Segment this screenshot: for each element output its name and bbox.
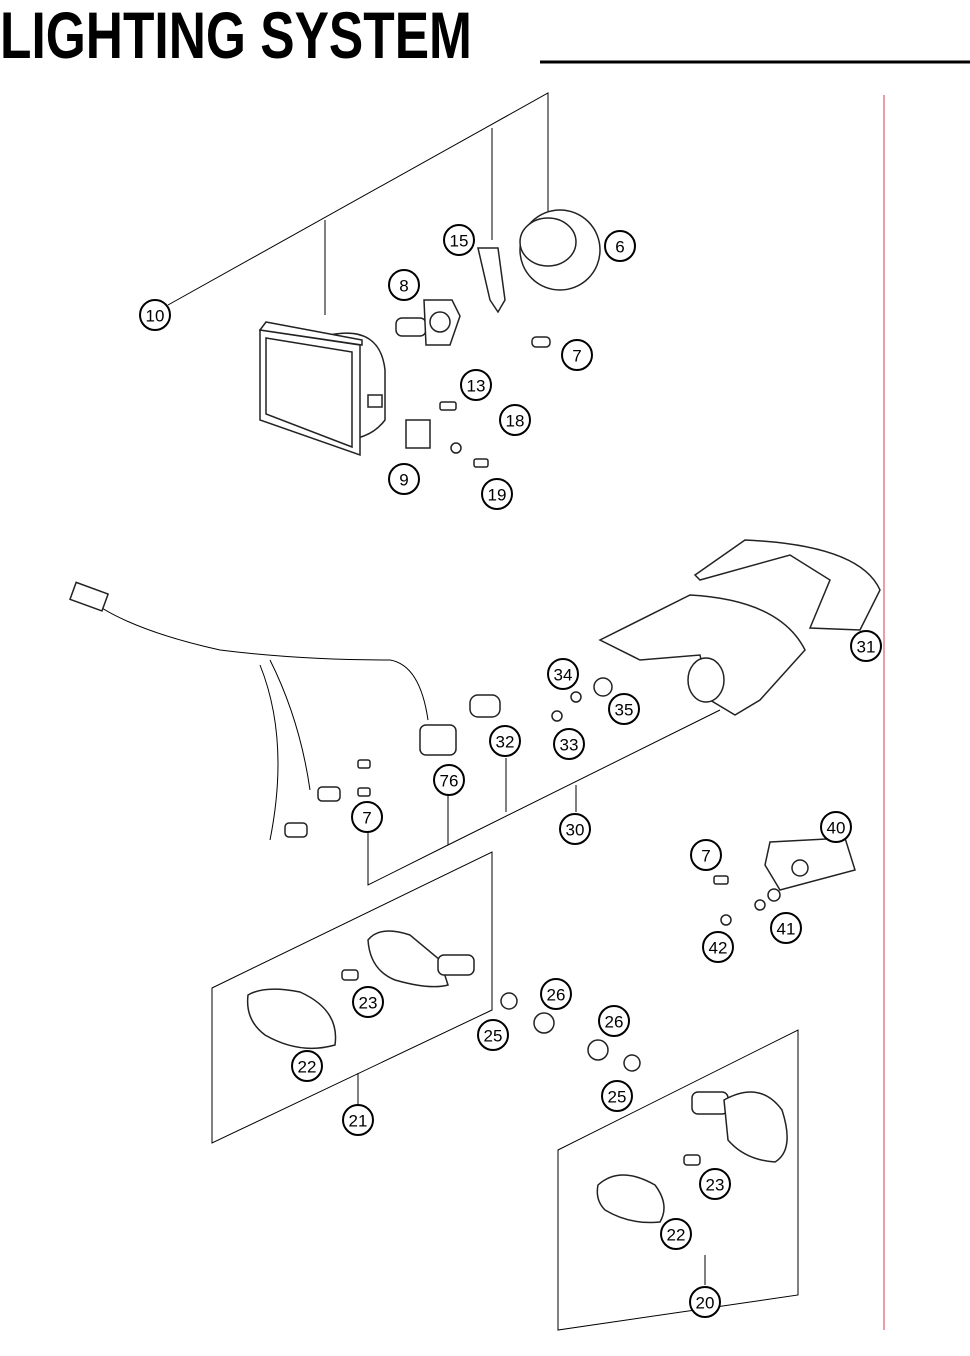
callout-25-first: 25: [477, 1019, 509, 1051]
callout-40-text: 40: [827, 819, 846, 838]
callout-31-text: 31: [857, 638, 876, 657]
callout-25-second-text: 25: [608, 1088, 627, 1107]
callout-42: 42: [702, 931, 734, 963]
callout-9-text: 9: [399, 471, 408, 490]
callout-35-text: 35: [615, 701, 634, 720]
callout-41-text: 41: [777, 920, 796, 939]
callout-33: 33: [553, 728, 585, 760]
callout-20: 20: [689, 1286, 721, 1318]
callout-7-license: 7: [690, 839, 722, 871]
callout-32: 32: [489, 725, 521, 757]
callout-7-headlight: 7: [561, 339, 593, 371]
callout-7-tail: 7: [351, 801, 383, 833]
indicator-left-frame: [211, 851, 493, 1144]
indicator-left: [246, 930, 475, 1050]
callout-26-first-text: 26: [547, 986, 566, 1005]
callout-7-license-text: 7: [701, 847, 710, 866]
callout-20-text: 20: [696, 1294, 715, 1313]
bulb-retaining-clip: [477, 247, 506, 314]
callout-19-text: 19: [488, 486, 507, 505]
callout-32-text: 32: [496, 733, 515, 752]
callout-31: 31: [850, 630, 882, 662]
callout-13: 13: [460, 369, 492, 401]
wiring-harness: [69, 581, 429, 841]
headlight-assembly-lead-lines: [167, 92, 549, 315]
callout-21-text: 21: [349, 1112, 368, 1131]
rear-fender-top: [693, 539, 881, 631]
callout-23-right-text: 23: [706, 1176, 725, 1195]
headlight-rubber-ring: [519, 209, 601, 291]
tail-section-lead-lines: [367, 709, 721, 886]
callout-18-text: 18: [506, 412, 525, 431]
headlight-housing: [258, 321, 386, 457]
headlight-bracket-screws: [405, 401, 489, 468]
indicator-nuts: [500, 992, 641, 1072]
callout-18: 18: [499, 404, 531, 436]
callout-40: 40: [820, 811, 852, 843]
callout-30-text: 30: [566, 821, 585, 840]
callout-41: 41: [770, 912, 802, 944]
callout-10: 10: [139, 299, 171, 331]
page-title: LIGHTING SYSTEM: [0, 0, 472, 72]
headlight-bulb: [395, 299, 461, 346]
callout-26-first: 26: [540, 978, 572, 1010]
callout-19: 19: [481, 478, 513, 510]
callout-23-right: 23: [699, 1168, 731, 1200]
indicator-right-frame: [557, 1029, 799, 1331]
callout-30: 30: [559, 813, 591, 845]
callout-23-left: 23: [352, 986, 384, 1018]
callout-76: 76: [433, 764, 465, 796]
callout-22-left: 22: [291, 1050, 323, 1082]
rear-fender-lower: [598, 594, 806, 716]
callout-6: 6: [604, 230, 636, 262]
callout-34: 34: [547, 658, 579, 690]
callout-15: 15: [443, 224, 475, 256]
callout-26-second-text: 26: [605, 1013, 624, 1032]
callout-76-text: 76: [440, 772, 459, 791]
callout-25-first-text: 25: [484, 1027, 503, 1046]
callout-15-text: 15: [450, 232, 469, 251]
callout-26-second: 26: [598, 1005, 630, 1037]
callout-25-second: 25: [601, 1080, 633, 1112]
callout-6-text: 6: [615, 238, 624, 257]
parking-bulb: [531, 336, 551, 348]
callout-9: 9: [388, 463, 420, 495]
callout-8-text: 8: [399, 277, 408, 296]
callout-22-right-text: 22: [667, 1226, 686, 1245]
callout-22-left-text: 22: [298, 1058, 317, 1077]
callout-22-right: 22: [660, 1218, 692, 1250]
callout-35: 35: [608, 693, 640, 725]
callout-23-left-text: 23: [359, 994, 378, 1013]
callout-7-tail-text: 7: [362, 809, 371, 828]
callout-8: 8: [388, 269, 420, 301]
callout-10-text: 10: [146, 307, 165, 326]
callout-21: 21: [342, 1104, 374, 1136]
callout-13-text: 13: [467, 377, 486, 396]
callout-34-text: 34: [554, 666, 573, 685]
callout-7-headlight-text: 7: [572, 347, 581, 366]
indicator-right: [596, 1091, 788, 1224]
callout-42-text: 42: [709, 939, 728, 958]
license-plate-light: [713, 837, 856, 926]
tail-socket-bulb: [357, 677, 613, 797]
callout-33-text: 33: [560, 736, 579, 755]
